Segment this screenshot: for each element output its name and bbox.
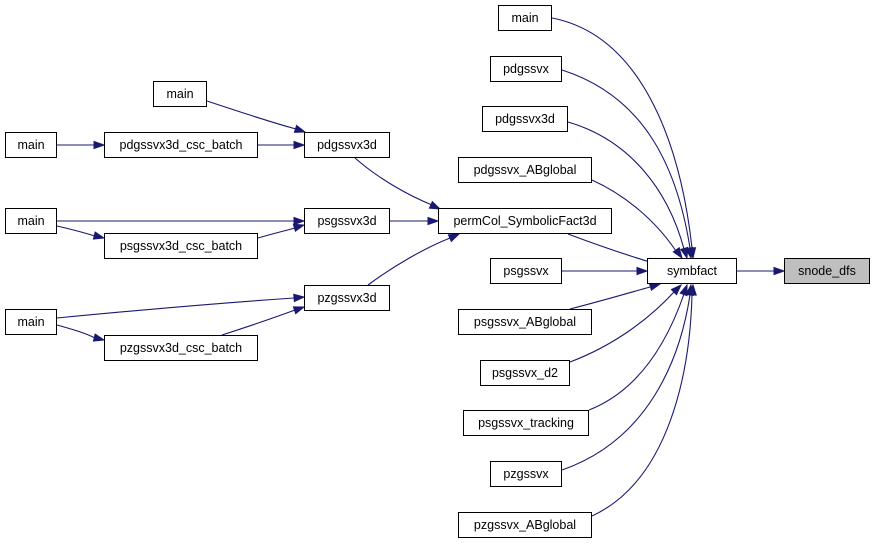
arrowhead-icon bbox=[292, 306, 306, 315]
node-psgssvx3d[interactable]: psgssvx3d bbox=[304, 208, 390, 234]
node-pzgssvx-abglobal[interactable]: pzgssvx_ABglobal bbox=[458, 512, 592, 538]
arrowhead-icon bbox=[93, 140, 106, 150]
edge-pzgssvx-symbfact bbox=[561, 294, 691, 471]
arrowhead-icon bbox=[648, 282, 662, 292]
edge-main-pdgssvx3d bbox=[206, 100, 297, 130]
node-pdgssvx3d-csc-batch[interactable]: pdgssvx3d_csc_batch bbox=[104, 132, 258, 158]
node-psgssvx-d2[interactable]: psgssvx_d2 bbox=[480, 360, 570, 386]
edge-psgssvx-tracking-symbfact bbox=[588, 293, 685, 411]
edge-pzgssvx3d-csc-batch-pzgssvx3d bbox=[221, 309, 296, 336]
edge-pdgssvx3d-symbfact bbox=[567, 121, 685, 250]
arrowhead-icon bbox=[688, 283, 697, 296]
arrowhead-icon bbox=[670, 283, 683, 296]
edge-main-pzgssvx3d bbox=[56, 297, 295, 319]
arrowhead-icon bbox=[292, 223, 306, 233]
node-pzgssvx3d-csc-batch[interactable]: pzgssvx3d_csc_batch bbox=[104, 335, 258, 361]
node-main[interactable]: main bbox=[498, 5, 552, 31]
node-main[interactable]: main bbox=[5, 132, 57, 158]
node-pzgssvx3d[interactable]: pzgssvx3d bbox=[304, 285, 390, 311]
node-pdgssvx-abglobal[interactable]: pdgssvx_ABglobal bbox=[458, 157, 592, 183]
edge-pdgssvx3d-permcol bbox=[354, 157, 433, 206]
edge-main-psgssvx3d-csc-batch bbox=[56, 225, 96, 237]
node-pdgssvx3d[interactable]: pdgssvx3d bbox=[482, 106, 568, 132]
node-main[interactable]: main bbox=[5, 208, 57, 234]
edge-main-pzgssvx3d-csc-batch bbox=[56, 324, 96, 339]
edge-psgssvx3d-csc-batch-psgssvx3d bbox=[257, 227, 296, 239]
arrowhead-icon bbox=[293, 216, 306, 226]
edge-permcol-symbfact bbox=[567, 233, 651, 263]
node-pzgssvx[interactable]: pzgssvx bbox=[490, 461, 562, 487]
node-symbfact[interactable]: symbfact bbox=[647, 258, 737, 284]
arrowhead-icon bbox=[679, 283, 688, 297]
arrowhead-icon bbox=[293, 124, 307, 133]
edge-main-symbfact bbox=[551, 17, 693, 249]
node-main[interactable]: main bbox=[5, 309, 57, 335]
node-pdgssvx[interactable]: pdgssvx bbox=[490, 56, 562, 82]
arrowhead-icon bbox=[679, 246, 689, 260]
arrowhead-icon bbox=[293, 293, 306, 303]
arrowhead-icon bbox=[773, 266, 786, 276]
edge-pzgssvx-abglobal-symbfact bbox=[591, 294, 693, 517]
arrowhead-icon bbox=[428, 200, 442, 210]
arrowhead-icon bbox=[92, 231, 106, 240]
node-psgssvx3d-csc-batch[interactable]: psgssvx3d_csc_batch bbox=[104, 233, 258, 259]
node-pdgssvx3d[interactable]: pdgssvx3d bbox=[304, 132, 390, 158]
node-psgssvx-abglobal[interactable]: psgssvx_ABglobal bbox=[458, 309, 592, 335]
arrowhead-icon bbox=[92, 333, 106, 342]
node-psgssvx-tracking[interactable]: psgssvx_tracking bbox=[463, 410, 589, 436]
edge-psgssvx-d2-symbfact bbox=[569, 291, 675, 363]
arrowhead-icon bbox=[293, 140, 306, 150]
arrowhead-icon bbox=[427, 216, 440, 226]
edge-pdgssvx-abglobal-symbfact bbox=[591, 179, 677, 252]
arrowhead-icon bbox=[636, 266, 649, 276]
node-psgssvx[interactable]: psgssvx bbox=[490, 258, 562, 284]
node-permcol-symbolicfact3d[interactable]: permCol_SymbolicFact3d bbox=[438, 208, 612, 234]
node-snode-dfs[interactable]: snode_dfs bbox=[784, 258, 870, 284]
node-main[interactable]: main bbox=[153, 81, 207, 107]
edge-pzgssvx3d-permcol bbox=[367, 237, 451, 286]
edge-psgssvx-abglobal-symbfact bbox=[569, 286, 651, 310]
arrowhead-icon bbox=[447, 233, 461, 243]
arrowhead-icon bbox=[672, 246, 683, 260]
edge-pdgssvx-symbfact bbox=[561, 69, 691, 249]
